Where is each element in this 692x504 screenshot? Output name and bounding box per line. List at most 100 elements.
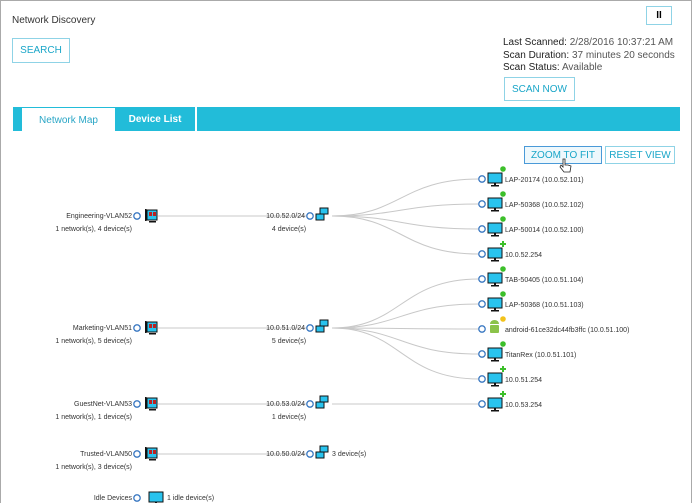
vlan-node[interactable] [133,450,141,458]
computer-icon [487,272,503,287]
page-title: Network Discovery [12,15,96,26]
android-icon [490,320,499,333]
device-link [331,203,480,217]
vlan-name: Trusted-VLAN50 [80,451,132,458]
scan-duration-label: Scan Duration: [503,49,570,61]
subnet-summary: 5 device(s) [272,338,306,345]
vlan-switch-icon [145,447,158,461]
reset-view-button[interactable]: RESET VIEW [605,146,675,164]
subnet-summary: 3 device(s) [332,451,366,458]
new-device-icon [500,391,506,397]
scan-status-value: Available [561,62,603,73]
idle-device-icon [148,491,164,503]
device-node[interactable] [478,325,486,333]
vlan-name: GuestNet-VLAN53 [74,401,132,408]
device-node[interactable] [478,175,486,183]
device-node[interactable] [478,300,486,308]
status-dot-icon [500,316,506,322]
computer-icon [487,247,503,262]
tab-device-list[interactable]: Device List [115,107,197,131]
device-label: LAP-50014 (10.0.52.100) [505,227,584,234]
status-dot-icon [500,166,506,172]
vlan-switch-icon [145,209,158,223]
device-label: 10.0.53.254 [505,402,542,409]
computer-icon [487,172,503,187]
vlan-summary: 1 network(s), 4 device(s) [55,226,132,233]
search-button[interactable]: SEARCH [12,38,70,63]
device-label: LAP-50368 (10.0.51.103) [505,302,584,309]
scan-status-label: Scan Status: [503,62,560,73]
vlan-node[interactable] [133,324,141,332]
device-link [331,327,480,330]
status-dot-icon [500,191,506,197]
device-node[interactable] [478,350,486,358]
subnet-name: 10.0.52.0/24 [266,213,305,220]
subnet-summary: 1 device(s) [272,414,306,421]
scan-duration-value: 37 minutes 20 seconds [571,49,675,61]
subnet-name: 10.0.50.0/24 [266,451,305,458]
status-dot-icon [500,266,506,272]
computer-icon [487,347,503,362]
subnet-icon [315,207,329,221]
tab-network-map[interactable]: Network Map [22,108,115,132]
subnet-node[interactable] [306,324,314,332]
pause-button[interactable]: II [646,6,672,25]
device-label: TitanRex (10.0.51.101) [505,352,576,359]
vlan-switch-icon [145,321,158,335]
device-link [331,303,480,329]
device-node[interactable] [478,225,486,233]
vlan-name: Engineering-VLAN52 [66,213,132,220]
vlan-summary: 1 network(s), 5 device(s) [55,338,132,345]
vlan-switch-icon [145,397,158,411]
computer-icon [487,372,503,387]
device-label: android-61ce32dc44fb3ffc (10.0.51.100) [505,327,629,334]
computer-icon [487,197,503,212]
computer-icon [487,222,503,237]
device-node[interactable] [478,250,486,258]
device-label: 10.0.52.254 [505,252,542,259]
subnet-node[interactable] [306,450,314,458]
tab-bar: Network Map Device List [13,107,680,132]
scan-info: Last Scanned: 2/28/2016 10:37:21 AM Scan… [503,37,675,75]
vlan-node[interactable] [133,212,141,220]
status-dot-icon [500,216,506,222]
subnet-summary: 4 device(s) [272,226,306,233]
vlan-summary: 1 network(s), 3 device(s) [55,464,132,471]
subnet-name: 10.0.53.0/24 [266,401,305,408]
device-label: LAP-50368 (10.0.52.102) [505,202,584,209]
subnet-icon [315,319,329,333]
computer-icon [487,297,503,312]
device-link [331,327,480,380]
idle-devices-name: Idle Devices [94,495,133,502]
subnet-name: 10.0.51.0/24 [266,325,305,332]
vlan-name: Marketing-VLAN51 [73,325,132,332]
device-link [331,178,480,217]
idle-node[interactable] [133,494,141,502]
device-label: 10.0.51.254 [505,377,542,384]
subnet-icon [315,445,329,459]
device-label: TAB-50405 (10.0.51.104) [505,277,583,284]
status-dot-icon [500,291,506,297]
device-node[interactable] [478,375,486,383]
last-scanned-value: 2/28/2016 10:37:21 AM [569,37,674,48]
new-device-icon [500,366,506,372]
computer-icon [487,397,503,412]
device-node[interactable] [478,400,486,408]
device-link [331,215,480,255]
device-link [331,215,480,230]
vlan-summary: 1 network(s), 1 device(s) [55,414,132,421]
device-label: LAP-20174 (10.0.52.101) [505,177,584,184]
vlan-node[interactable] [133,400,141,408]
zoom-to-fit-button[interactable]: ZOOM TO FIT [524,146,602,164]
new-device-icon [500,241,506,247]
idle-devices-summary: 1 idle device(s) [167,495,214,502]
device-node[interactable] [478,200,486,208]
scan-now-button[interactable]: SCAN NOW [504,77,575,101]
last-scanned-label: Last Scanned: [503,37,567,48]
subnet-icon [315,395,329,409]
subnet-node[interactable] [306,400,314,408]
device-node[interactable] [478,275,486,283]
subnet-node[interactable] [306,212,314,220]
